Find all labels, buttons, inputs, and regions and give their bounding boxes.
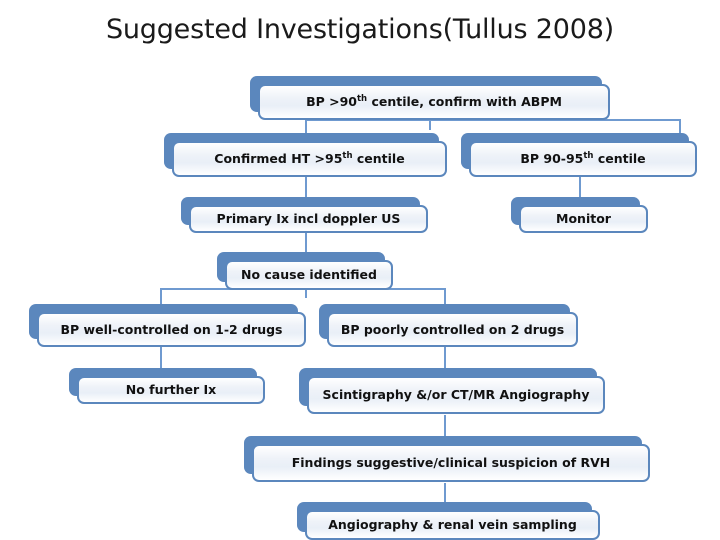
node-label: No further Ix [125, 382, 217, 398]
node-label: No cause identified [241, 267, 377, 283]
connector-n8-to-n10 [444, 345, 446, 369]
node-face: Monitor [519, 205, 648, 233]
node-scintigraphy-ct-mr-angiography[interactable]: Scintigraphy &/or CT/MR Angiography [299, 368, 605, 414]
node-label: Primary Ix incl doppler US [216, 211, 401, 227]
connector-n6-stem [305, 288, 307, 298]
connector-n6-to-n8 [444, 288, 446, 305]
node-confirmed-ht-above-95th-centile[interactable]: Confirmed HT >95th centile [164, 133, 447, 177]
connector-n1-to-n2 [305, 119, 307, 135]
node-bp-poorly-controlled-on-2-drugs[interactable]: BP poorly controlled on 2 drugs [319, 304, 578, 347]
node-face: No cause identified [225, 260, 393, 290]
node-face: Scintigraphy &/or CT/MR Angiography [307, 376, 605, 414]
node-primary-ix-incl-doppler-us[interactable]: Primary Ix incl doppler US [181, 197, 428, 233]
node-face: BP well-controlled on 1-2 drugs [37, 312, 306, 347]
connector-n4-to-n6 [305, 231, 307, 253]
node-face: No further Ix [77, 376, 265, 404]
connector-n7-to-n9 [160, 345, 162, 369]
connector-n10-to-n11 [444, 415, 446, 437]
node-face: BP 90-95th centile [469, 141, 697, 177]
node-label: Confirmed HT >95th centile [208, 152, 410, 165]
node-label-superscript: th [356, 94, 368, 105]
node-label-main: BP 90-95 [520, 151, 584, 167]
connector-n2-to-n4 [305, 176, 307, 198]
node-label: Monitor [556, 211, 611, 227]
node-label-main: BP >90 [306, 94, 357, 110]
node-monitor[interactable]: Monitor [511, 197, 648, 233]
node-label: BP >90th centile, confirm with ABPM [300, 95, 568, 108]
node-bp-90-95th-centile[interactable]: BP 90-95th centile [461, 133, 697, 177]
node-bp-well-controlled-on-1-2-drugs[interactable]: BP well-controlled on 1-2 drugs [29, 304, 306, 347]
node-face: BP >90th centile, confirm with ABPM [258, 84, 610, 120]
node-face: Confirmed HT >95th centile [172, 141, 447, 177]
node-findings-suggestive-rvh[interactable]: Findings suggestive/clinical suspicion o… [244, 436, 650, 482]
node-face: Primary Ix incl doppler US [189, 205, 428, 233]
node-label: Scintigraphy &/or CT/MR Angiography [322, 387, 590, 403]
connector-n1-to-n3 [679, 119, 681, 135]
node-label-tail: centile [593, 151, 646, 167]
node-face: Findings suggestive/clinical suspicion o… [252, 444, 650, 482]
connector-n6-to-n7 [160, 288, 162, 305]
node-label: Angiography & renal vein sampling [328, 517, 577, 533]
node-label: Findings suggestive/clinical suspicion o… [291, 455, 611, 471]
node-label-superscript: th [342, 151, 353, 162]
node-face: Angiography & renal vein sampling [305, 510, 600, 540]
node-face: BP poorly controlled on 2 drugs [327, 312, 578, 347]
connector-n3-to-n5 [579, 176, 581, 198]
node-angiography-renal-vein-sampling[interactable]: Angiography & renal vein sampling [297, 502, 600, 540]
node-label: BP poorly controlled on 2 drugs [340, 321, 565, 337]
node-label-tail: centile, confirm with ABPM [367, 94, 562, 110]
node-label-superscript: th [583, 151, 594, 162]
connector-n11-to-n12 [444, 483, 446, 503]
node-no-cause-identified[interactable]: No cause identified [217, 252, 393, 290]
page-title: Suggested Investigations(Tullus 2008) [105, 14, 615, 45]
node-bp-above-90th-centile[interactable]: BP >90th centile, confirm with ABPM [250, 76, 610, 120]
node-label: BP 90-95th centile [514, 152, 651, 165]
node-no-further-ix[interactable]: No further Ix [69, 368, 265, 404]
connector-n1-stem [429, 119, 431, 130]
node-label-main: Confirmed HT >95 [214, 151, 343, 167]
connector-n1-bus [305, 119, 680, 121]
node-label: BP well-controlled on 1-2 drugs [60, 321, 283, 337]
node-label-tail: centile [352, 151, 405, 167]
